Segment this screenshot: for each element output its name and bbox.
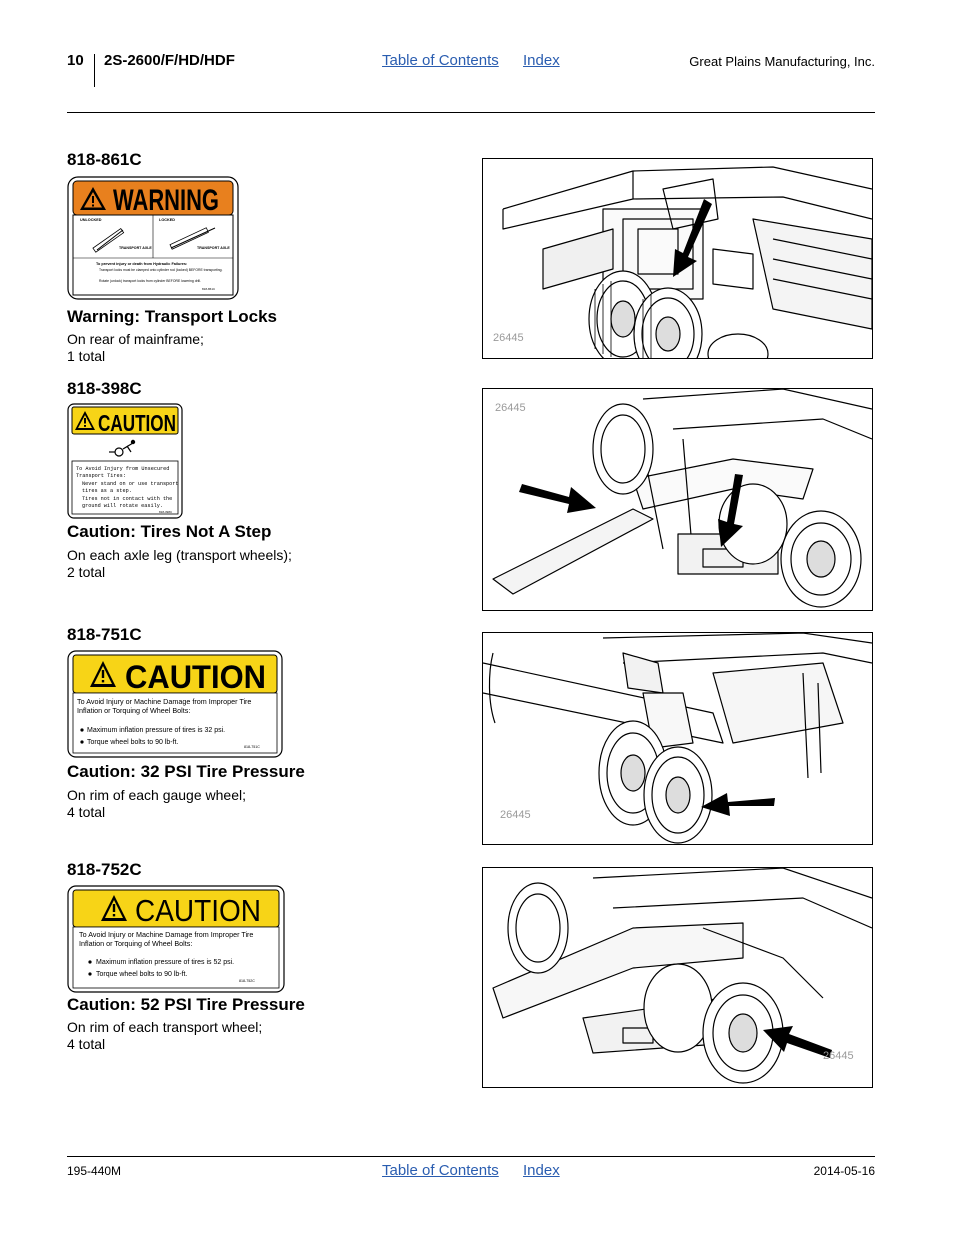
footer-rule — [67, 1156, 875, 1157]
svg-text:To prevent injury or death fro: To prevent injury or death from Hydrauli… — [96, 262, 187, 266]
decal-title: Caution: 32 PSI Tire Pressure — [67, 762, 305, 781]
footer-toc-link[interactable]: Table of Contents — [382, 1162, 499, 1179]
pointer-arrow-icon — [763, 1026, 832, 1058]
svg-text:26445: 26445 — [500, 809, 531, 821]
page-number: 10 — [67, 52, 84, 69]
svg-text:26445: 26445 — [495, 402, 526, 414]
svg-text:Maximum inflation pressure of: Maximum inflation pressure of tires is 5… — [96, 959, 234, 966]
company-name: Great Plains Manufacturing, Inc. — [689, 54, 875, 69]
svg-text:818-751C: 818-751C — [244, 745, 260, 749]
svg-text:LOCKED: LOCKED — [159, 218, 175, 222]
svg-text:Torque wheel bolts to 90 lb-ft: Torque wheel bolts to 90 lb-ft. — [96, 971, 187, 978]
warning-triangle-icon — [75, 411, 95, 430]
svg-text:818-752C: 818-752C — [239, 979, 255, 983]
decal-location: On rim of each transport wheel; 4 total — [67, 1019, 263, 1052]
svg-text:TRANSPORT AXLE: TRANSPORT AXLE — [197, 246, 230, 250]
svg-text:tires as a step.: tires as a step. — [82, 488, 132, 494]
header-divider — [94, 54, 95, 87]
warning-triangle-icon — [90, 661, 116, 687]
warning-triangle-icon — [101, 895, 127, 921]
header-toc-link[interactable]: Table of Contents — [382, 52, 499, 69]
decal-part-number: 818-751C — [67, 625, 142, 644]
location-figure: 26445 — [482, 158, 873, 359]
pointer-arrow-icon — [673, 199, 712, 277]
caution-decal-818-752c: CAUTION To Avoid Injury or Machine Damag… — [67, 885, 285, 998]
decal-location: On each axle leg (transport wheels); 2 t… — [67, 547, 292, 580]
decal-title: Warning: Transport Locks — [67, 307, 278, 326]
svg-text:26445: 26445 — [823, 1050, 854, 1062]
location-figure: 26445 — [482, 388, 873, 611]
warning-triangle-icon — [80, 187, 106, 210]
svg-text:Tires not in contact with the: Tires not in contact with the — [82, 496, 172, 502]
svg-text:CAUTION: CAUTION — [125, 659, 266, 695]
svg-text:CAUTION: CAUTION — [98, 410, 176, 436]
svg-text:Never stand on or use transpor: Never stand on or use transport — [82, 481, 179, 487]
header-rule — [67, 112, 875, 113]
decal-title: Caution: 52 PSI Tire Pressure — [67, 995, 305, 1014]
svg-text:ground will rotate easily.: ground will rotate easily. — [82, 503, 163, 509]
svg-text:To Avoid Injury from Unsecured: To Avoid Injury from Unsecured — [76, 466, 169, 472]
svg-text:UNLOCKED: UNLOCKED — [80, 218, 102, 222]
svg-text:Rotate (unlock) transport lock: Rotate (unlock) transport locks from cyl… — [99, 279, 201, 283]
tire-step-icon — [109, 439, 136, 457]
document-number: 195-440M — [67, 1164, 122, 1178]
svg-text:Torque wheel bolts to 90 lb-ft: Torque wheel bolts to 90 lb-ft. — [87, 739, 178, 746]
warning-decal-818-861c: WARNING UNLOCKED LOCKED TRANSPORT AXLE T… — [67, 176, 239, 305]
caution-decal-818-398c: CAUTION To Avoid Injury from Unsecured T… — [67, 403, 183, 524]
svg-text:CAUTION: CAUTION — [135, 893, 261, 928]
model-name: 2S-2600/F/HD/HDF — [104, 52, 235, 69]
location-figure: 26445 — [482, 867, 873, 1088]
svg-text:Transport locks must be clampe: Transport locks must be clamped onto cyl… — [99, 268, 223, 272]
decal-part-number: 818-398C — [67, 379, 142, 398]
svg-text:Maximum inflation pressure of: Maximum inflation pressure of tires is 3… — [87, 727, 225, 734]
footer-index-link[interactable]: Index — [523, 1162, 560, 1179]
decal-location: On rear of mainframe; 1 total — [67, 331, 204, 364]
svg-text:818-398C: 818-398C — [159, 510, 173, 514]
svg-text:Transport Tires:: Transport Tires: — [76, 473, 126, 479]
svg-text:818-861C: 818-861C — [202, 287, 216, 291]
decal-part-number: 818-752C — [67, 860, 142, 879]
svg-text:26445: 26445 — [493, 332, 524, 344]
location-figure: 26445 — [482, 632, 873, 845]
svg-text:TRANSPORT AXLE: TRANSPORT AXLE — [119, 246, 152, 250]
caution-decal-818-751c: CAUTION To Avoid Injury or Machine Damag… — [67, 650, 283, 763]
pointer-arrow-icon — [701, 793, 775, 816]
pointer-arrow-icon — [718, 474, 743, 547]
decal-part-number: 818-861C — [67, 150, 142, 169]
header-index-link[interactable]: Index — [523, 52, 560, 69]
publication-date: 2014-05-16 — [813, 1164, 875, 1178]
decal-signal-word: WARNING — [113, 184, 219, 217]
decal-location: On rim of each gauge wheel; 4 total — [67, 787, 246, 820]
decal-title: Caution: Tires Not A Step — [67, 522, 272, 541]
pointer-arrow-icon — [519, 484, 596, 513]
